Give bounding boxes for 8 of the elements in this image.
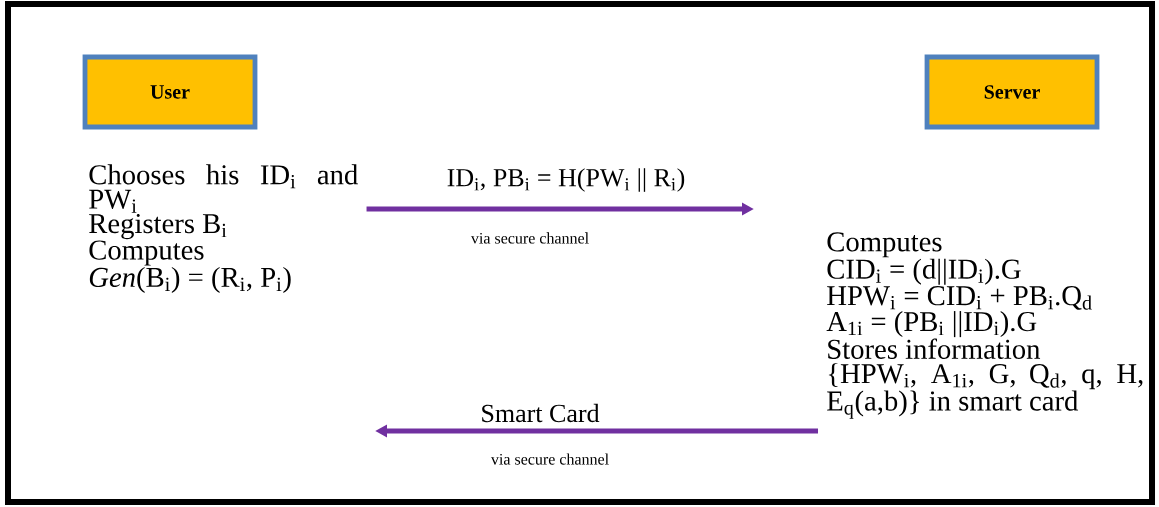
channel-note: via secure channel	[490, 453, 609, 465]
channel-note: via secure channel	[470, 232, 589, 244]
edge-label: ID$_{i}$, PB$_{i}$ = H(PW$_{i}$ || R$_{i}$)	[445, 166, 687, 194]
step-text: Computes CID$_{i}$ = (d||ID$_{i}$).G HPW$_{i}$ = CID$_{i}$ + PB$_{i}$.Q$_{d}$ A$_{1i}$ = (PB$_{i}$ ||ID$_{i}$).G Stores information {HPW$_{i}$, A$_{1i}$, G, Q$_{d}$, q, H, E$_{q}$(a,b)} in smart card	[826, 232, 1143, 419]
step-text: Chooses his ID$_{i}$ and PW$_{i}$ Registers B$_{i}$ Computes Gen(B$_{i}$) = (R$_{i}$, P$_{i}$)	[89, 164, 358, 293]
edge-label: Smart Card	[479, 402, 601, 424]
actor-box: User	[82, 54, 258, 130]
actor-box: Server	[924, 54, 1100, 130]
